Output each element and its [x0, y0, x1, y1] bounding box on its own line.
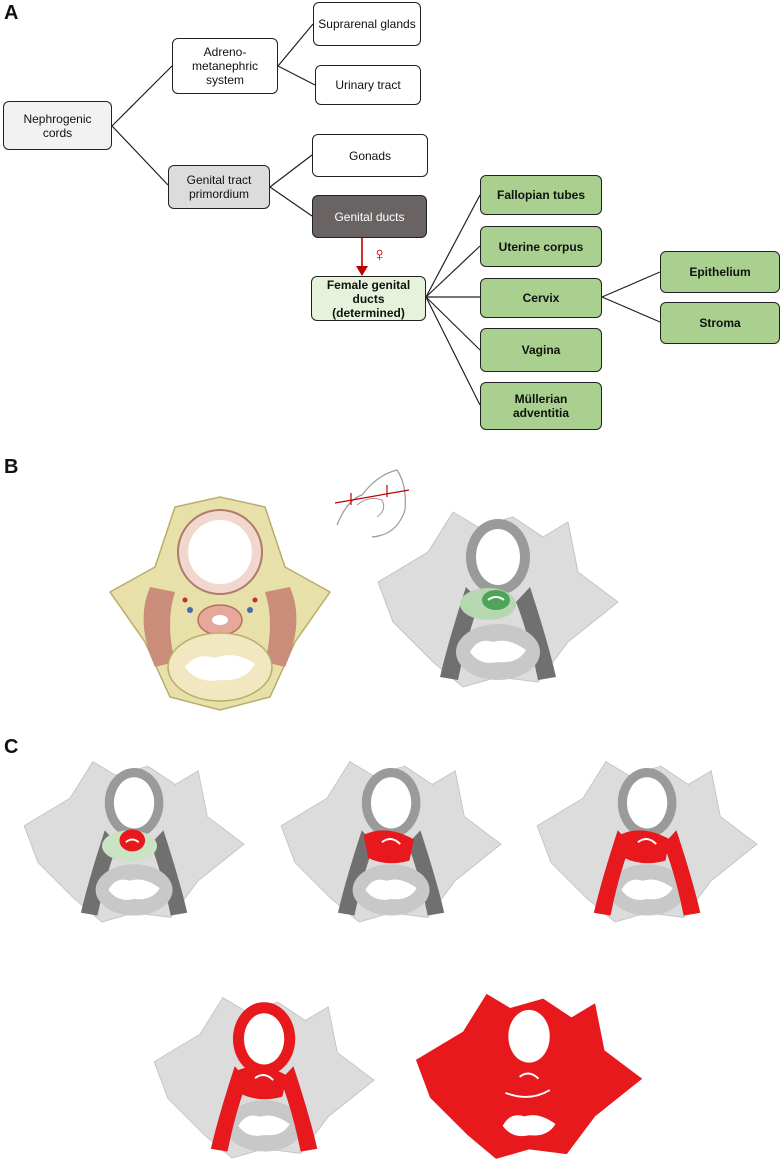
node-stroma: Stroma [660, 302, 780, 344]
flowchart-connectors [111, 23, 661, 406]
connector-line [425, 296, 481, 351]
section-cervical-epithelium [23, 761, 245, 923]
section-mullerian-adventitia [153, 997, 375, 1159]
panel-label-a: A [4, 2, 19, 24]
node-epithelium: Epithelium [660, 251, 780, 293]
node-suprarenal-glands: Suprarenal glands [313, 2, 421, 46]
schematic-section-green [377, 511, 619, 688]
connector-line [111, 65, 173, 127]
node-urinary-tract: Urinary tract [315, 65, 421, 105]
node-female-genital-ducts: Female genital ducts (determined) [311, 276, 426, 321]
panel-label-b: B [4, 456, 19, 478]
orientation-inset-icon [334, 469, 410, 538]
connector-line [269, 186, 313, 217]
panel-label-c: C [4, 736, 19, 758]
connector-line [269, 154, 313, 188]
connector-line [425, 296, 481, 406]
connector-line [425, 194, 481, 298]
node-gonads: Gonads [312, 134, 428, 177]
node-uterine-corpus: Uterine corpus [480, 226, 602, 267]
node-fallopian-tubes: Fallopian tubes [480, 175, 602, 215]
connector-line [601, 296, 661, 323]
red-arrow [356, 238, 368, 276]
node-genital-tract-primordium: Genital tract primordium [168, 165, 270, 209]
section-full-red [415, 993, 643, 1159]
connector-line [277, 23, 314, 67]
anatomical-section-image [108, 496, 332, 711]
node-mullerian-adventitia: Müllerian adventitia [480, 382, 602, 430]
female-symbol: ♀ [372, 244, 387, 266]
connector-line [111, 125, 169, 186]
section-cervical-stroma [280, 761, 502, 923]
node-adreno-metanephric: Adreno- metanephric system [172, 38, 278, 94]
connector-line [425, 245, 481, 298]
connector-line [601, 271, 661, 298]
node-cervix: Cervix [480, 278, 602, 318]
connector-line [277, 65, 316, 86]
node-genital-ducts: Genital ducts [312, 195, 427, 238]
section-vagina [536, 761, 758, 923]
node-vagina: Vagina [480, 328, 602, 372]
node-nephrogenic-cords: Nephrogenic cords [3, 101, 112, 150]
